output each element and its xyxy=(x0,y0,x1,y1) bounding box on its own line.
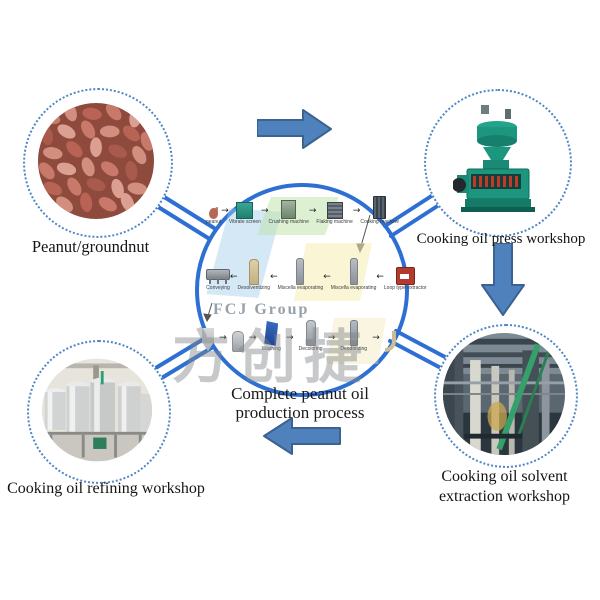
conveyor-glyph xyxy=(206,269,230,284)
peanut-node-label: Peanut/groundnut xyxy=(31,237,150,256)
flow-arrow-top-icon xyxy=(257,109,332,149)
process-row-2: Conveying ← Desolventizing ← Miscella ev… xyxy=(206,258,427,292)
center-caption-line1: Complete peanut oil xyxy=(231,384,369,403)
flow-arrow-right-icon: → xyxy=(308,205,317,216)
process-step-label: Cooking machine xyxy=(360,219,399,225)
process-step-label: Loop type extractor xyxy=(383,285,427,291)
process-step-label: Vibrate screen xyxy=(228,219,261,225)
process-step-miscella-evaporating-2: Miscella evaporating xyxy=(330,258,377,292)
process-step-crushing: Crushing machine xyxy=(269,200,309,226)
vibrate-screen-glyph xyxy=(236,202,254,219)
process-step-label: peanut xyxy=(206,219,222,225)
desolventizing-column-glyph xyxy=(248,259,259,285)
process-step-label: Miscella evaporating xyxy=(330,285,377,291)
cone-tank-glyph xyxy=(202,327,214,352)
deodorizing-column-glyph xyxy=(349,320,358,346)
process-step-desolventizing: Desolventizing xyxy=(237,259,271,292)
flow-arrow-right-icon: → xyxy=(286,332,294,343)
process-step-cooking: Cooking machine xyxy=(360,196,399,226)
process-step-label: Washing xyxy=(261,346,281,352)
flow-arrow-right-side-icon xyxy=(481,243,525,316)
process-step-tank xyxy=(231,330,244,353)
crushing-machine-glyph xyxy=(281,200,297,219)
flow-arrow-left-icon: ← xyxy=(323,271,331,282)
peanut-node-circle xyxy=(23,88,173,238)
solvent-node-circle xyxy=(434,324,578,468)
flow-arrow-right-icon: → xyxy=(372,332,380,343)
process-step-washing: Washing xyxy=(262,321,281,353)
solvent-node-label-line1: Cooking oil solvent xyxy=(441,468,568,485)
flow-arrow-bottom-icon xyxy=(263,417,341,455)
solvent-node-label: Cooking oil solvent extraction workshop xyxy=(412,467,597,507)
press-node-label: Cooking oil press workshop xyxy=(416,231,586,247)
loop-extractor-glyph xyxy=(395,267,415,285)
cooking-machine-glyph xyxy=(373,196,387,219)
peanut-photo xyxy=(37,102,155,220)
refining-node-label: Cooking oil refining workshop xyxy=(7,480,205,497)
flow-arrow-left-icon: ← xyxy=(270,271,278,282)
solvent-node-label-line2: extraction workshop xyxy=(438,488,571,505)
evaporator-column-glyph xyxy=(349,258,358,285)
process-step-label: Flaking machine xyxy=(316,219,353,225)
flow-arrow-right-icon: → xyxy=(261,205,269,216)
process-step-label: Conveying xyxy=(206,285,230,291)
process-step-decoloring: Decoloring xyxy=(299,320,323,353)
process-step-oil-outlet xyxy=(384,330,396,353)
flow-arrow-right-icon: → xyxy=(352,205,361,216)
process-step-label: Crushing machine xyxy=(268,219,309,225)
process-step-loop-extractor: Loop type extractor xyxy=(384,267,427,292)
process-step-label: Desolventizing xyxy=(237,285,271,291)
center-caption: Complete peanut oil production process xyxy=(210,384,390,422)
peanut-pile-glyph xyxy=(209,208,219,219)
process-step-conveying: Conveying xyxy=(206,269,230,292)
process-step-deodorizing: Deodorizing xyxy=(340,320,367,353)
flow-arrow-left-icon: ← xyxy=(376,271,384,282)
oil-pipe-glyph xyxy=(384,330,396,352)
flow-arrow-left-icon: ← xyxy=(230,271,238,282)
center-caption-line2: production process xyxy=(235,403,365,422)
refining-workshop-photo xyxy=(41,358,153,462)
process-step-flaking: Flaking machine xyxy=(316,202,353,226)
refining-node-circle xyxy=(27,340,171,484)
flow-arrow-right-icon: → xyxy=(327,332,336,343)
flow-arrow-right-icon: → xyxy=(248,332,257,343)
washing-unit-glyph xyxy=(264,321,279,346)
process-step-label: Miscella evaporating xyxy=(277,285,324,291)
process-step-label: Decoloring xyxy=(298,346,323,352)
process-step-miscella-evaporating-1: Miscella evaporating xyxy=(277,258,324,292)
fcj-group-watermark: FCJ Group xyxy=(213,301,310,318)
process-row-3: → → Washing → Decoloring → Deodorizing → xyxy=(202,320,396,353)
cjk-watermark: 方创捷 xyxy=(172,323,371,391)
flow-arrow-right-icon: → xyxy=(219,332,227,343)
decoloring-column-glyph xyxy=(305,320,316,346)
process-step-cone-tank xyxy=(202,327,214,353)
process-step-vibrate-screen: Vibrate screen xyxy=(229,202,261,226)
oil-press-machine-illustration xyxy=(453,105,535,212)
solvent-workshop-photo xyxy=(442,332,566,456)
process-step-label: Deodorizing xyxy=(340,346,368,352)
process-step-peanut: peanut xyxy=(206,208,221,226)
flaking-machine-glyph xyxy=(326,202,343,219)
evaporator-column-glyph xyxy=(296,258,305,285)
process-row-1: peanut → Vibrate screen → Crushing machi… xyxy=(206,196,399,226)
vertical-tank-glyph xyxy=(231,330,244,352)
center-process-circle xyxy=(195,183,409,397)
flow-arrow-right-icon: → xyxy=(221,205,229,216)
press-node-circle xyxy=(424,89,572,237)
